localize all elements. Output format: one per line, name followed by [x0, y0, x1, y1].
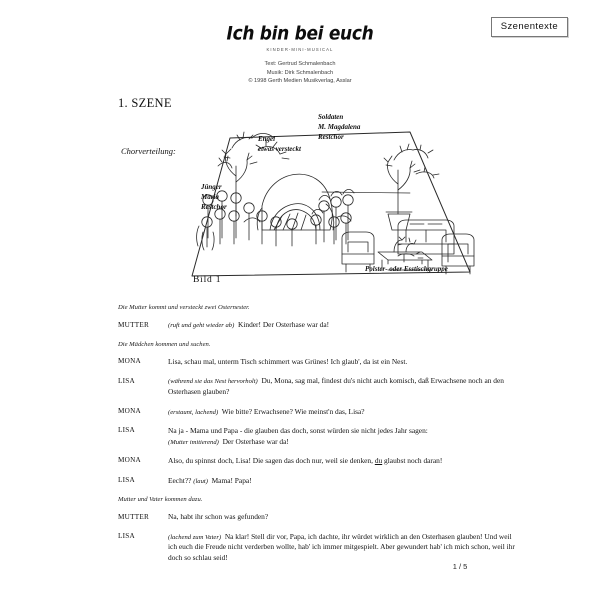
dialogue-line: LISA (während sie das Nest hervorholt) D… [118, 376, 518, 397]
speech-content: Du, Mona, sag mal, findest du's nicht au… [168, 376, 504, 396]
speaker-name: LISA [118, 376, 135, 385]
speech-text: Eecht?? (laut) Mama! Papa! [168, 476, 518, 487]
script-body: Die Mutter kommt und versteckt zwei Oste… [118, 303, 518, 572]
dialogue-line: LISA Na ja - Mama und Papa - die glauben… [118, 426, 518, 447]
label-restchor-right: Restchor [318, 133, 344, 142]
dialogue-line: MUTTER Na, habt ihr schon was gefunden? [118, 512, 518, 523]
speech-text: Also, du spinnst doch, Lisa! Die sagen d… [168, 456, 518, 467]
szenentexte-tag: Szenentexte [490, 17, 568, 37]
chorus-distribution-label: Chorverteilung: [121, 146, 176, 156]
inline-direction: (ruft und geht wieder ab) [168, 322, 235, 330]
speaker-name: MONA [118, 406, 141, 415]
label-soldaten: Soldaten [318, 113, 344, 121]
speaker-name: MUTTER [118, 512, 150, 521]
speaker-name: LISA [118, 475, 135, 484]
label-juenger-maria-restchor: Jünger Maria Restchor [201, 182, 227, 212]
speech-content: Wie bitte? Erwachsene? Wie meinst'n das,… [221, 406, 365, 416]
speaker-name: LISA [118, 426, 135, 435]
label-engel: Engel [258, 135, 276, 143]
inline-direction: (laut) [193, 477, 208, 485]
speech-content: Lisa, schau mal, unterm Tisch schimmert … [168, 356, 408, 366]
speech-content: Na ja - Mama und Papa - die glauben das … [168, 426, 428, 436]
label-magdalena: M. Magdalena [318, 123, 361, 132]
label-furniture-group: Polster- oder Esstischgruppe [365, 265, 448, 273]
inline-direction: (Mutter imitierend) [168, 438, 219, 446]
stage-direction: Die Mädchen kommen und suchen. [118, 340, 211, 348]
credits-block: Text: Gertrud Schmalenbach Musik: Dirk S… [0, 60, 600, 86]
inline-direction: (während sie das Nest hervorholt) [168, 378, 258, 386]
title-block: Ich bin bei euch KINDER-MINI-MUSICAL Tex… [0, 23, 600, 86]
page-footer: 1 / 5 [0, 556, 600, 574]
speech-text: (ruft und geht wieder ab) Kinder! Der Os… [168, 320, 518, 331]
inline-direction: (lachend zum Vater) [168, 533, 222, 541]
speech-text: (lachend zum Vater) Na klar! Stell dir v… [168, 532, 518, 564]
scene-heading: 1. SZENE [118, 96, 172, 110]
label-restchor-left: Restchor [201, 203, 227, 212]
label-engel-hidden: etwas versteckt [258, 145, 301, 154]
label-soldaten-group: Soldaten M. Magdalena Restchor [318, 112, 360, 142]
label-juenger: Jünger [201, 183, 222, 191]
speech-text: (erstaunt, lachend) Wie bitte? Erwachsen… [168, 407, 518, 418]
speech-content-2: Der Osterhase war da! [222, 436, 289, 446]
speaker-name: MUTTER [118, 320, 150, 329]
dialogue-line: LISA (lachend zum Vater) Na klar! Stell … [118, 532, 518, 564]
speech-content: Eecht?? [168, 475, 192, 485]
credit-copyright-line: © 1998 Gerth Medien Musikverlag, Asslar [248, 78, 352, 85]
speech-content-2: glaubst noch daran! [382, 456, 443, 466]
dialogue-line: MUTTER (ruft und geht wieder ab) Kinder!… [118, 320, 518, 331]
stage-direction: Die Mutter kommt und versteckt zwei Oste… [118, 304, 250, 311]
musical-title: Ich bin bei euch [226, 23, 374, 45]
illustration-caption: Bild 1 [193, 275, 222, 285]
label-maria: Maria [201, 193, 219, 202]
speaker-name: LISA [118, 532, 135, 541]
speech-text: Lisa, schau mal, unterm Tisch schimmert … [168, 357, 518, 368]
stage-diagram-svg [191, 131, 475, 277]
speaker-name: MONA [118, 456, 141, 465]
stage-direction: Mutter und Vater kommen dazu. [118, 496, 203, 504]
speech-content: Also, du spinnst doch, Lisa! Die sagen d… [168, 456, 375, 466]
inline-direction: (erstaunt, lachend) [168, 408, 219, 416]
speech-content: Na, habt ihr schon was gefunden? [168, 512, 269, 522]
credit-music-line: Musik: Dirk Schmalenbach [266, 69, 334, 76]
speaker-name: MONA [118, 357, 141, 366]
musical-subtitle: KINDER-MINI-MUSICAL [266, 46, 334, 52]
page-number: 1 / 5 [452, 562, 468, 571]
speech-text: (während sie das Nest hervorholt) Du, Mo… [168, 376, 518, 397]
speech-text: Na ja - Mama und Papa - die glauben das … [168, 426, 518, 447]
emphasized-word: du [374, 456, 383, 466]
speech-content: Na klar! Stell dir vor, Papa, ich dachte… [168, 531, 515, 562]
dialogue-line: MONA Lisa, schau mal, unterm Tisch schim… [118, 357, 518, 368]
dialogue-line: LISA Eecht?? (laut) Mama! Papa! [118, 476, 518, 487]
dialogue-line: MONA (erstaunt, lachend) Wie bitte? Erwa… [118, 407, 518, 418]
label-engel-group: Engel etwas versteckt [258, 134, 301, 154]
credit-text-line: Text: Gertrud Schmalenbach [264, 60, 336, 67]
dialogue-line: MONA Also, du spinnst doch, Lisa! Die sa… [118, 456, 518, 467]
speech-text: Na, habt ihr schon was gefunden? [168, 512, 518, 523]
stage-illustration: Jünger Maria Restchor Engel etwas verste… [170, 104, 480, 289]
speech-content-2: Mama! Papa! [211, 475, 252, 485]
speech-content: Kinder! Der Osterhase war da! [238, 320, 330, 330]
